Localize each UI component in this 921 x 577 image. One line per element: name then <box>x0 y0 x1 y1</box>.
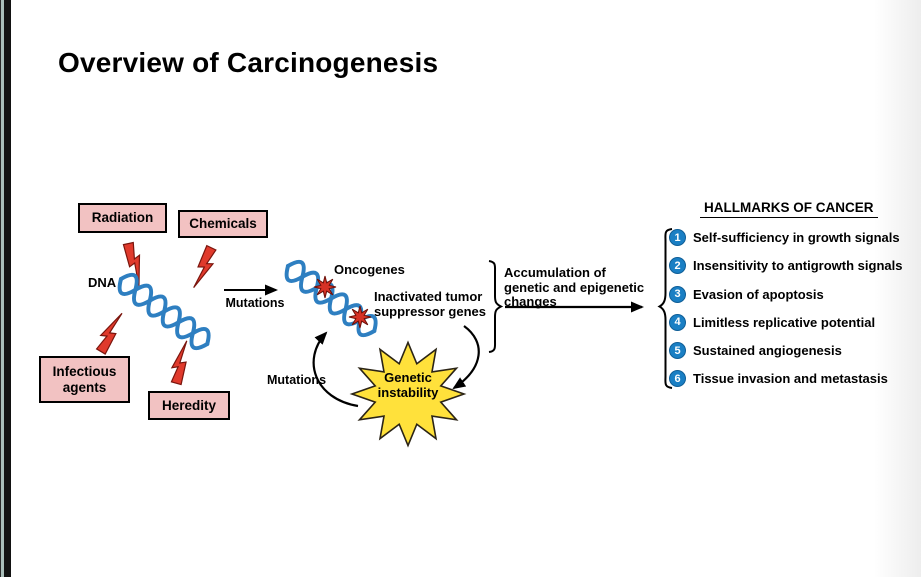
hallmark-number-badge: 6 <box>669 370 686 388</box>
lightning-bolt-infectious-icon <box>95 312 123 355</box>
dna-helix-icon <box>117 272 211 351</box>
hallmark-label: Tissue invasion and metastasis <box>693 371 888 387</box>
radiation-box: Radiation <box>78 203 167 233</box>
infectious-agents-box: Infectious agents <box>39 356 130 403</box>
page-title: Overview of Carcinogenesis <box>58 47 439 78</box>
chemicals-label: Chemicals <box>189 216 257 232</box>
hallmark-item-2: 2 Insensitivity to antigrowth signals <box>669 257 903 275</box>
mutations-label-1: Mutations <box>225 296 285 310</box>
oncogene-mutation-burst-icon <box>313 275 337 299</box>
radiation-label: Radiation <box>91 210 154 226</box>
heredity-box: Heredity <box>148 391 230 420</box>
lightning-bolt-heredity-icon <box>170 340 188 386</box>
left-edge-black-strip <box>4 0 11 577</box>
chemicals-box: Chemicals <box>178 210 268 238</box>
hallmark-number-badge: 4 <box>669 313 686 331</box>
hallmark-number-badge: 2 <box>669 257 686 275</box>
genes-to-instability-arrow <box>452 325 480 390</box>
heredity-label: Heredity <box>161 397 217 413</box>
hallmarks-list: 1 Self-sufficiency in growth signals 2 I… <box>669 229 902 399</box>
left-edge-line <box>0 0 1 577</box>
left-edge-teal-strip <box>1 0 4 577</box>
infectious-agents-label: Infectious agents <box>52 363 117 395</box>
hallmark-number-badge: 5 <box>669 342 686 360</box>
right-closing-brace <box>488 260 504 353</box>
hallmark-label: Insensitivity to antigrowth signals <box>693 258 903 274</box>
hallmark-item-6: 6 Tissue invasion and metastasis <box>669 370 902 388</box>
hallmark-item-1: 1 Self-sufficiency in growth signals <box>669 229 902 246</box>
hallmark-label: Evasion of apoptosis <box>693 286 824 302</box>
hallmark-number-badge: 3 <box>669 285 686 303</box>
hallmark-item-5: 5 Sustained angiogenesis <box>669 342 902 360</box>
hallmark-number-badge: 1 <box>669 229 686 246</box>
inactivated-tumor-suppressor-genes-label: Inactivated tumor suppressor genes <box>374 289 486 319</box>
hallmark-label: Sustained angiogenesis <box>693 343 842 359</box>
lightning-bolt-radiation-icon <box>122 241 141 286</box>
instability-to-dna-arrow <box>312 331 359 408</box>
hallmarks-title: HALLMARKS OF CANCER <box>700 200 878 218</box>
hallmark-item-3: 3 Evasion of apoptosis <box>669 285 902 303</box>
genetic-instability-label: Genetic instability <box>377 370 439 400</box>
accumulation-label: Accumulation of genetic and epigenetic c… <box>504 265 645 310</box>
hallmark-label: Limitless replicative potential <box>693 314 876 330</box>
hallmark-label: Self-sufficiency in growth signals <box>693 230 900 245</box>
suppressor-mutation-burst-icon <box>348 305 372 329</box>
dna-label: DNA <box>88 275 117 290</box>
hallmark-item-4: 4 Limitless replicative potential <box>669 313 902 331</box>
lightning-bolt-chemicals-icon <box>193 244 217 289</box>
oncogenes-label: Oncogenes <box>334 262 405 277</box>
mutations-label-2: Mutations <box>267 373 327 387</box>
